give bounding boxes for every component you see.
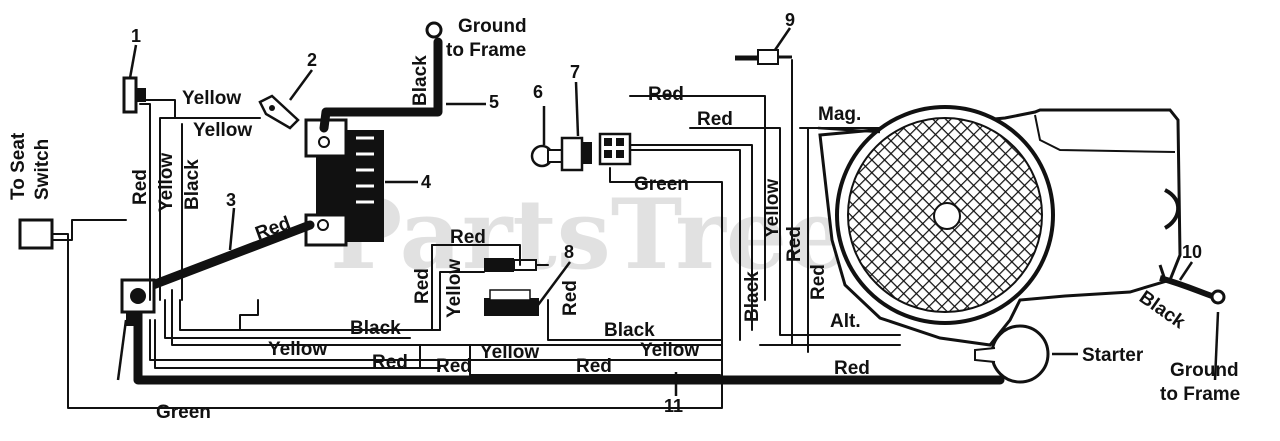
seat-switch-connector [18,218,54,250]
callout-1: 1 [131,26,141,46]
callout-11: 11 [664,396,683,416]
wire-label: Red [450,227,486,248]
seat-switch-line1: To Seat [8,132,29,200]
solenoid [120,278,156,326]
harness-wires [51,59,901,409]
wire-label: Red [648,84,684,105]
battery-positive-cable [140,220,315,293]
alt-label: Alt. [830,311,861,332]
wire-label: Red [808,264,829,300]
battery [304,118,384,247]
battery-ground-cable [319,37,443,133]
ground-top-line2: to Frame [446,40,526,61]
ground-strap [1159,275,1213,299]
wire-label: Yellow [762,179,783,238]
ground-top-line1: Ground [458,16,527,37]
callout-9: 9 [785,10,795,30]
wire-label: Red [412,268,433,304]
wire-label: Yellow [156,153,177,212]
wire-label: Yellow [182,88,241,109]
wire-label: Red [560,280,581,316]
callout-3: 3 [226,190,236,210]
clutch-switch [258,94,300,130]
wire-label: Red [784,226,805,262]
ground-right-line2: to Frame [1160,384,1240,405]
wire-label: Green [634,174,689,195]
callout-leaders [116,27,1220,396]
wire-label: Red [697,109,733,130]
ignition-switch [560,132,632,172]
starter-motor [974,324,1050,384]
callout-10: 10 [1182,242,1202,262]
brake-switch [122,76,146,114]
wire-label: Yellow [444,259,465,318]
callout-5: 5 [489,92,499,112]
ground-lug-top [425,21,443,39]
wire-label: Black [350,318,401,339]
callout-8: 8 [564,242,574,262]
wire-label: Black [182,159,203,210]
mag-label: Mag. [818,104,861,125]
ground-right-line1: Ground [1170,360,1239,381]
wire-label: Red [436,356,472,377]
starter-cable [133,305,1005,385]
callout-7: 7 [570,62,580,82]
wire-label: Black [604,320,655,341]
starter-label: Starter [1082,345,1144,366]
wire-label: Green [156,402,211,423]
callout-6: 6 [533,82,543,102]
seat-switch-line2: Switch [32,139,53,200]
wire-label: Yellow [480,342,539,363]
wire-label: Red [130,169,151,205]
wire-label: Yellow [268,339,327,360]
wire-label: Black [1135,287,1189,334]
ground-lug-right [1210,289,1226,305]
wire-label: Black [410,55,431,106]
spark-plug-lead [735,49,792,65]
fuse-holder [484,258,539,316]
engine [818,105,1182,347]
wire-label: Yellow [193,120,252,141]
callout-2: 2 [307,50,317,70]
callout-4: 4 [421,172,431,192]
wire-label: Black [742,271,763,322]
wire-label: Red [576,356,612,377]
wire-label: Yellow [640,340,699,361]
watermark: PartsTree [330,178,848,291]
ignition-key [530,144,563,168]
wire-label: Red [834,358,870,379]
wire-label: Red [372,352,408,373]
